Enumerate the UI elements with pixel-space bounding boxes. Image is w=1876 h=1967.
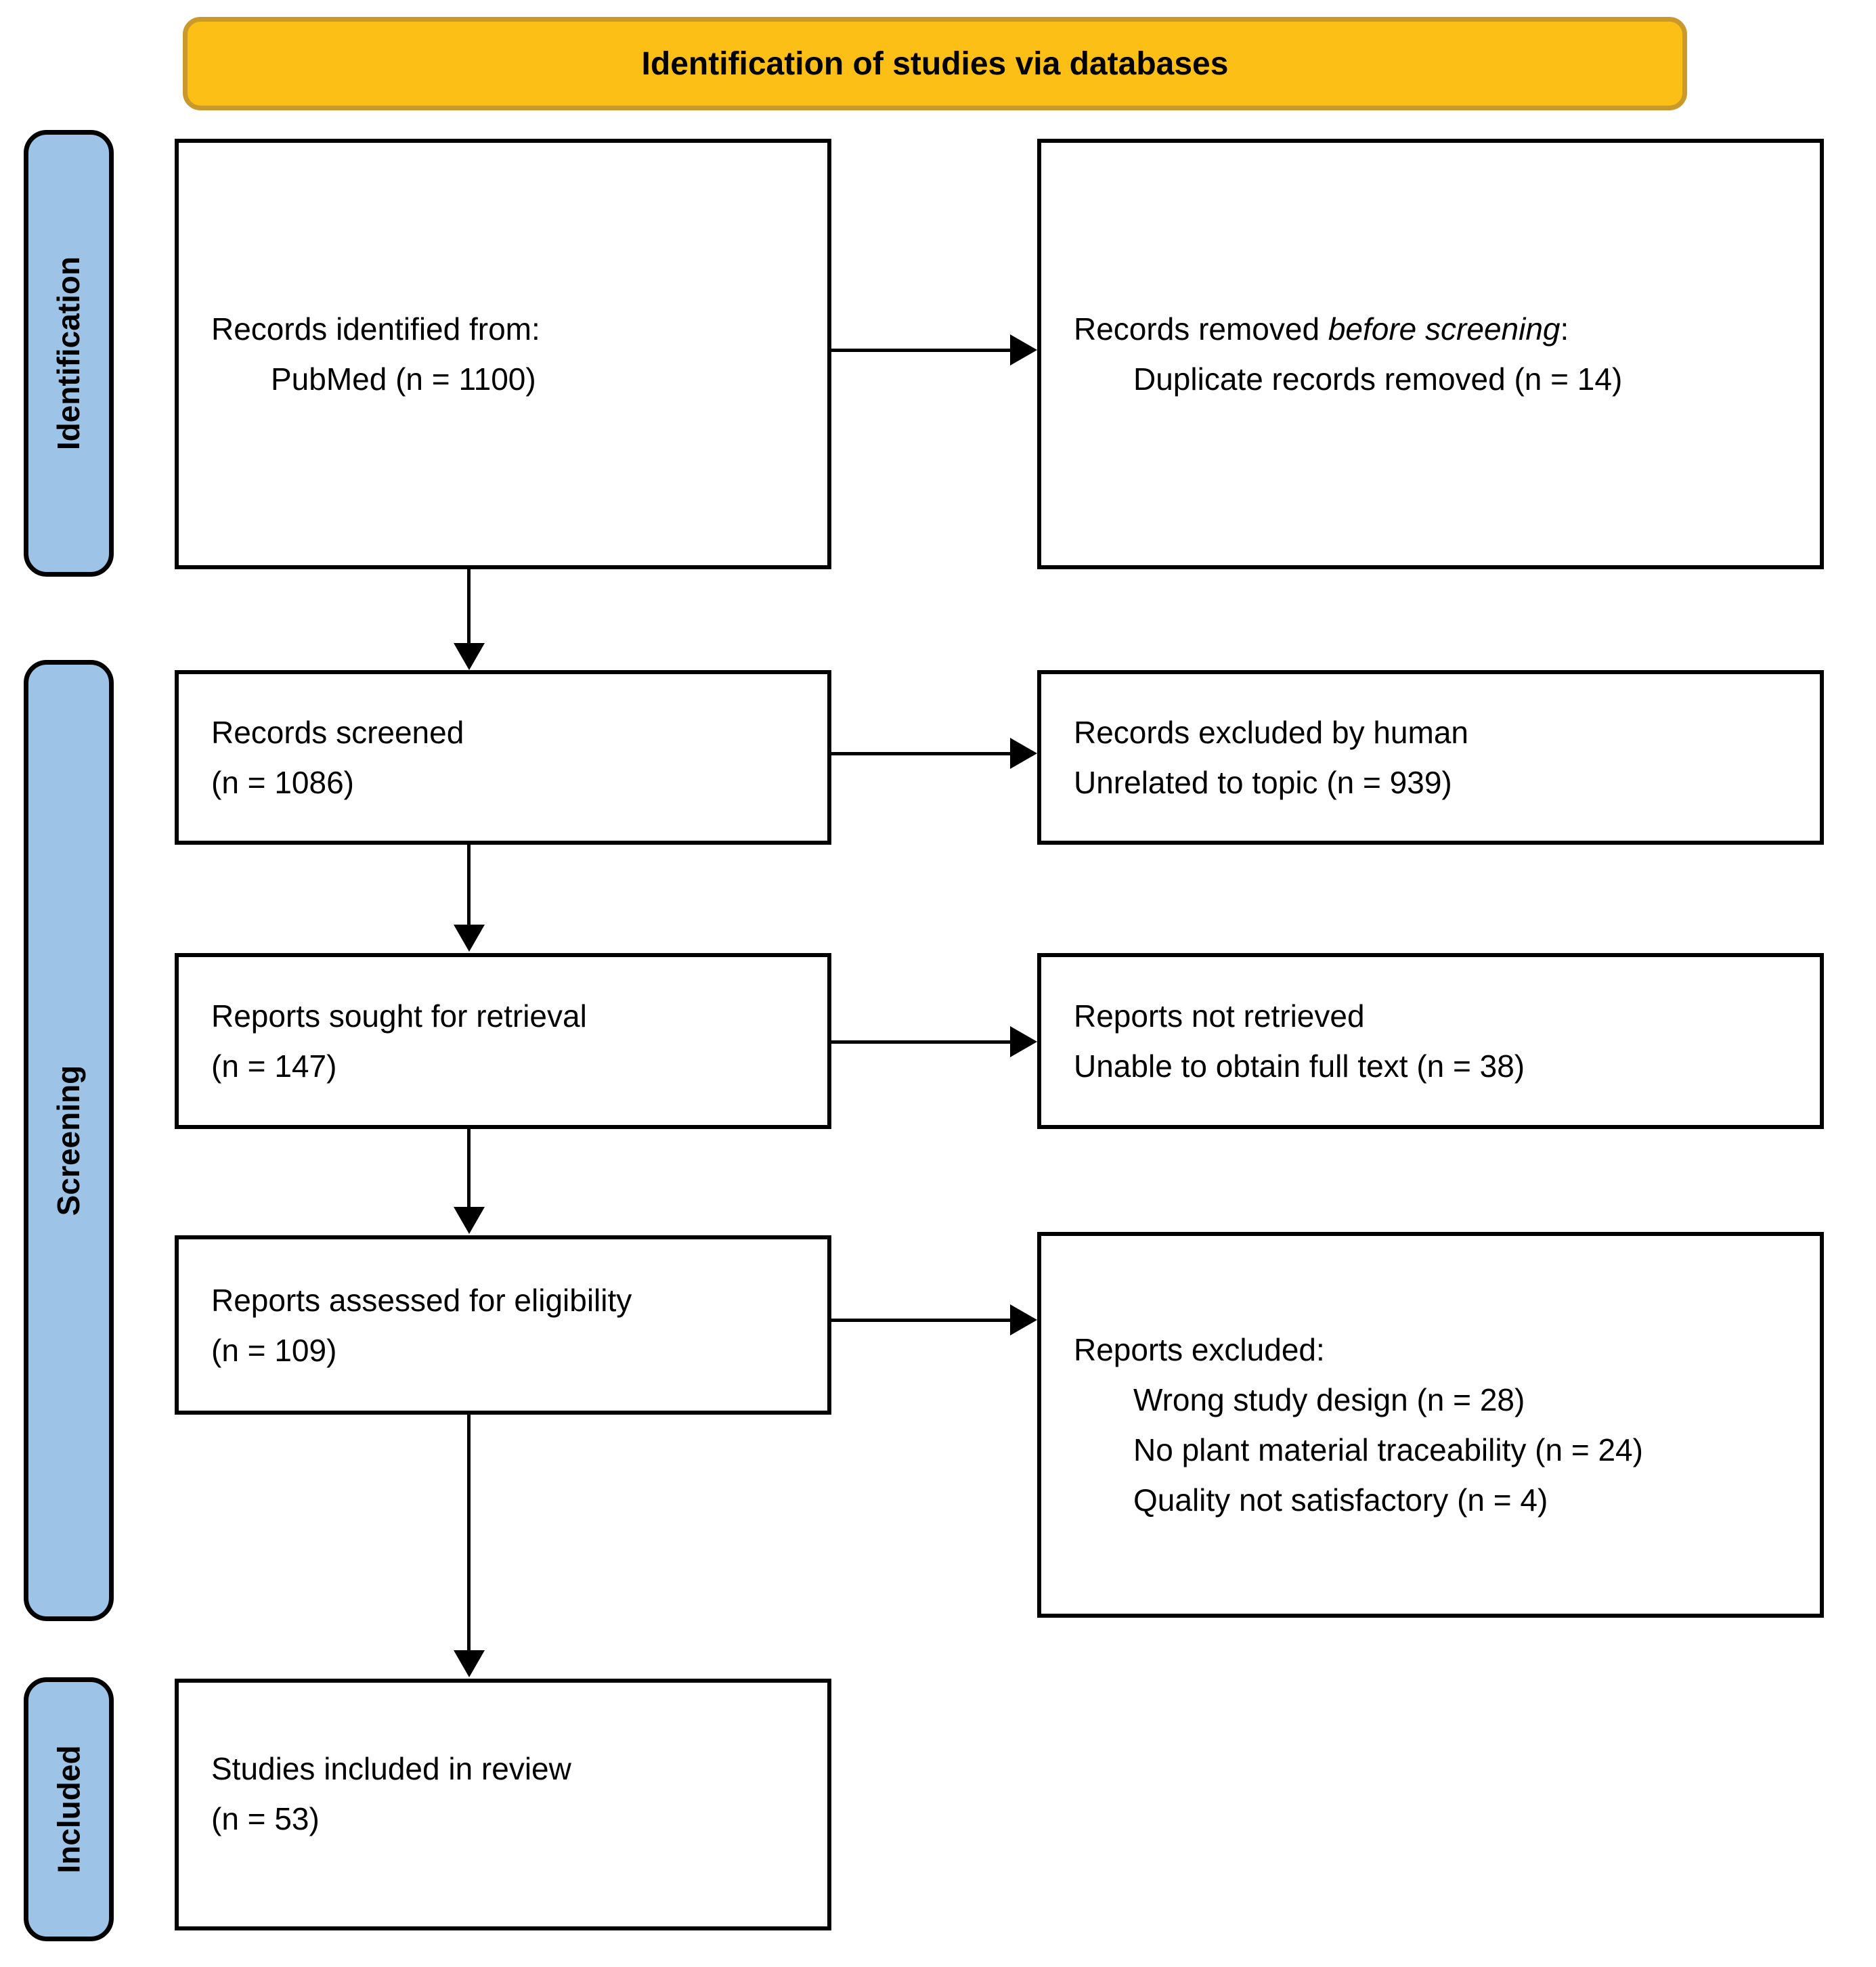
box-line: Quality not satisfactory (n = 4) bbox=[1133, 1482, 1548, 1518]
arrow-line bbox=[467, 845, 471, 927]
box-line: (n = 109) bbox=[211, 1332, 337, 1368]
arrow-head-right-icon bbox=[1010, 334, 1037, 366]
box-line: Unrelated to topic (n = 939) bbox=[1074, 765, 1452, 800]
box-line: (n = 53) bbox=[211, 1801, 320, 1836]
box-line: Records identified from: bbox=[211, 311, 540, 347]
box-records-identified: Records identified from: PubMed (n = 110… bbox=[175, 139, 831, 569]
arrow-line bbox=[831, 752, 1013, 755]
box-line: Reports excluded: bbox=[1074, 1332, 1325, 1367]
box-line: (n = 1086) bbox=[211, 765, 354, 800]
arrow-head-down-icon bbox=[454, 1650, 485, 1677]
arrow-line bbox=[467, 1415, 471, 1653]
box-records-excluded: Records excluded by human Unrelated to t… bbox=[1037, 670, 1824, 845]
arrow-head-down-icon bbox=[454, 643, 485, 670]
box-records-removed: Records removed before screening: Duplic… bbox=[1037, 139, 1824, 569]
box-line-italic-text: before screening bbox=[1328, 311, 1561, 347]
box-reports-sought: Reports sought for retrieval (n = 147) bbox=[175, 953, 831, 1129]
stage-included: Included bbox=[24, 1677, 114, 1941]
arrow-head-right-icon bbox=[1010, 1304, 1037, 1335]
box-line: Studies included in review bbox=[211, 1751, 571, 1786]
stage-screening: Screening bbox=[24, 660, 114, 1621]
arrow-head-right-icon bbox=[1010, 1026, 1037, 1057]
box-line: Duplicate records removed (n = 14) bbox=[1133, 361, 1623, 397]
title-banner: Identification of studies via databases bbox=[183, 17, 1687, 110]
box-line: Wrong study design (n = 28) bbox=[1133, 1382, 1525, 1417]
box-reports-excluded: Reports excluded: Wrong study design (n … bbox=[1037, 1232, 1824, 1618]
arrow-line bbox=[467, 569, 471, 645]
stage-included-label: Included bbox=[51, 1745, 87, 1874]
box-line: Reports assessed for eligibility bbox=[211, 1282, 632, 1318]
arrow-head-right-icon bbox=[1010, 738, 1037, 769]
box-line-text: : bbox=[1560, 311, 1569, 347]
box-line-text: Records removed bbox=[1074, 311, 1328, 347]
box-line: Reports sought for retrieval bbox=[211, 998, 587, 1034]
arrow-line bbox=[831, 1319, 1013, 1322]
stage-identification-label: Identification bbox=[51, 256, 87, 451]
box-records-screened: Records screened (n = 1086) bbox=[175, 670, 831, 845]
box-reports-assessed: Reports assessed for eligibility (n = 10… bbox=[175, 1235, 831, 1415]
box-line: No plant material traceability (n = 24) bbox=[1133, 1432, 1643, 1467]
box-line: PubMed (n = 1100) bbox=[271, 361, 536, 397]
arrow-line bbox=[831, 349, 1013, 352]
box-line: Unable to obtain full text (n = 38) bbox=[1074, 1048, 1525, 1084]
box-studies-included: Studies included in review (n = 53) bbox=[175, 1679, 831, 1930]
arrow-head-down-icon bbox=[454, 1207, 485, 1234]
box-line: Records removed before screening: bbox=[1074, 304, 1799, 354]
box-line: Records excluded by human bbox=[1074, 715, 1468, 750]
box-line: (n = 147) bbox=[211, 1048, 337, 1084]
arrow-line bbox=[467, 1129, 471, 1210]
arrow-line bbox=[831, 1040, 1013, 1044]
box-line: Reports not retrieved bbox=[1074, 998, 1365, 1034]
arrow-head-down-icon bbox=[454, 925, 485, 952]
title-banner-label: Identification of studies via databases bbox=[641, 45, 1229, 82]
box-line: Records screened bbox=[211, 715, 464, 750]
box-reports-not-retrieved: Reports not retrieved Unable to obtain f… bbox=[1037, 953, 1824, 1129]
stage-identification: Identification bbox=[24, 130, 114, 577]
stage-screening-label: Screening bbox=[51, 1065, 87, 1216]
